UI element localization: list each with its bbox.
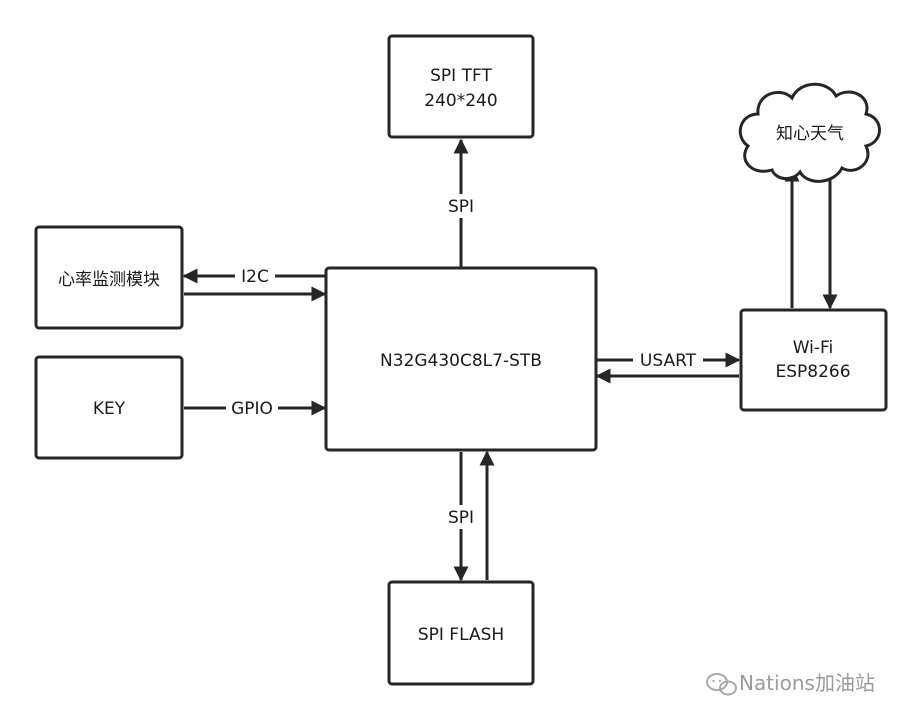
tft-label-line1: SPI TFT — [430, 66, 492, 86]
wifi-label-line2: ESP8266 — [775, 362, 850, 382]
spi-top-label: SPI — [448, 197, 474, 217]
cloud-label: 知心天气 — [776, 124, 844, 144]
cloud-block — [738, 82, 881, 183]
mcu-block — [324, 266, 598, 452]
key-block — [34, 355, 184, 460]
tft-block — [387, 34, 535, 139]
heart-rate-label: 心率监测模块 — [58, 270, 160, 290]
spi-bottom-label: SPI — [448, 508, 474, 528]
usart-label: USART — [640, 351, 697, 371]
i2c-label: I2C — [241, 267, 269, 287]
tft-label-line2: 240*240 — [424, 91, 497, 111]
key-label: KEY — [93, 399, 126, 419]
mcu-label: N32G430C8L7-STB — [380, 351, 542, 371]
gpio-label: GPIO — [231, 399, 273, 419]
wifi-label-line1: Wi-Fi — [793, 338, 834, 358]
wechat-icon — [706, 673, 737, 696]
flash-block — [387, 580, 535, 686]
watermark-text: Nations加油站 — [739, 671, 875, 695]
heart-rate-block — [34, 225, 184, 330]
wifi-block — [739, 308, 888, 412]
flash-label: SPI FLASH — [418, 625, 504, 645]
